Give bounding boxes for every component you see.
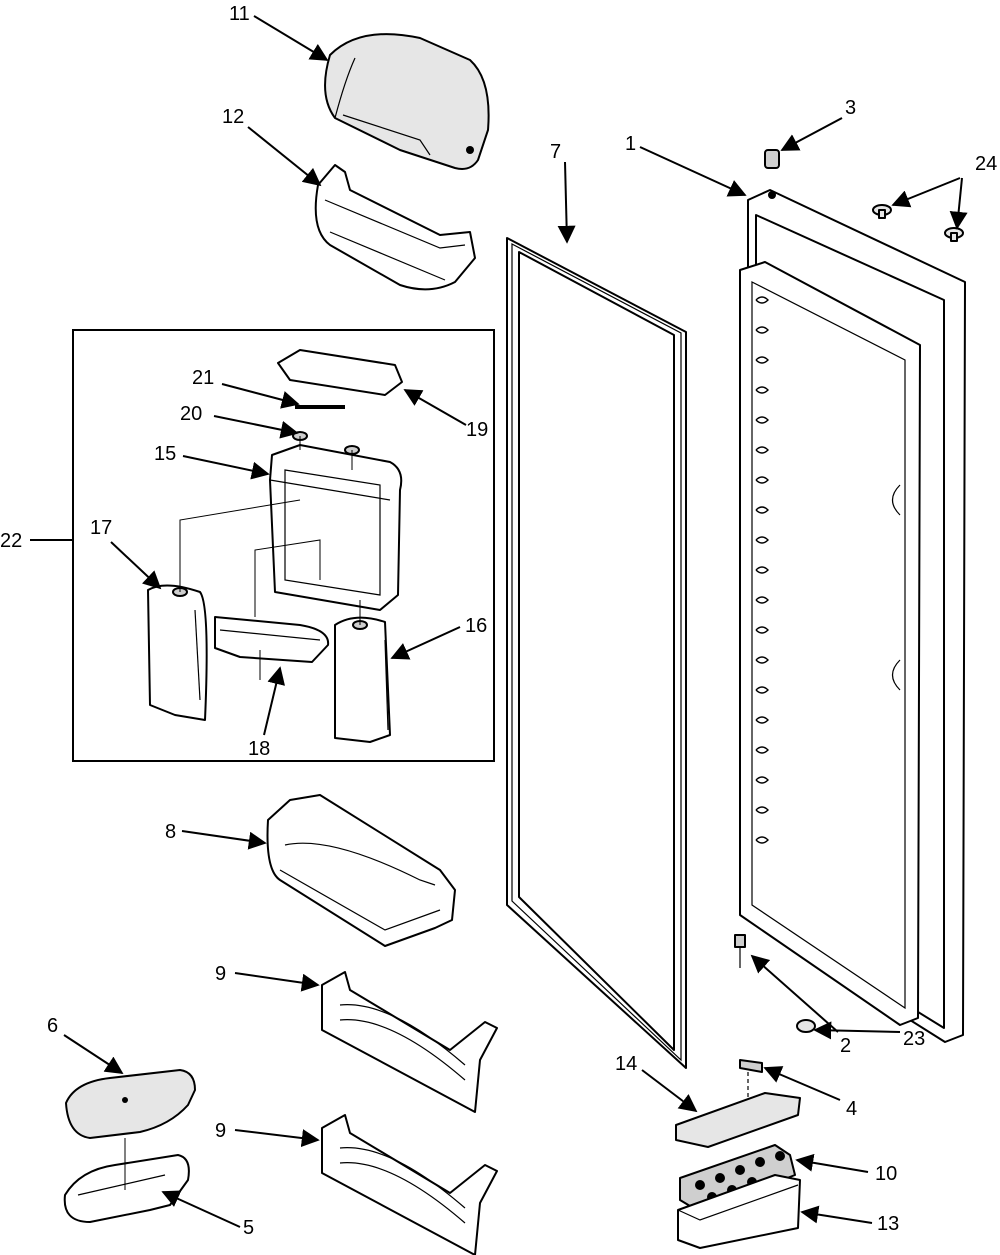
callout-20: 20 xyxy=(180,403,202,425)
left-cover-part xyxy=(147,584,208,721)
butter-cover-part xyxy=(65,1069,196,1139)
door-bin-part-lower xyxy=(321,1114,498,1255)
callout-6: 6 xyxy=(47,1015,58,1037)
callout-1: 1 xyxy=(625,133,636,155)
callout-12: 12 xyxy=(222,106,244,128)
module-housing-part xyxy=(269,444,403,611)
assembly-group-frame xyxy=(72,329,495,762)
callout-8: 8 xyxy=(165,821,176,843)
callout-10: 10 xyxy=(875,1163,897,1185)
butter-tray-part xyxy=(63,1154,190,1223)
door-plug-part xyxy=(872,204,964,242)
door-gasket-part xyxy=(506,237,687,1069)
bin-cover-part xyxy=(324,33,490,170)
callout-14: 14 xyxy=(615,1053,637,1075)
callout-9-upper: 9 xyxy=(215,963,226,985)
callout-labels: 11 12 7 1 3 24 21 20 19 15 22 17 16 18 8… xyxy=(0,3,997,1239)
door-assembly-part xyxy=(739,189,966,1043)
callout-19: 19 xyxy=(466,419,488,441)
callout-11: 11 xyxy=(229,3,250,25)
callout-24: 24 xyxy=(975,153,997,175)
callout-16: 16 xyxy=(465,615,487,637)
callout-7: 7 xyxy=(550,141,561,163)
callout-5: 5 xyxy=(243,1217,254,1239)
callout-15: 15 xyxy=(154,443,176,465)
callout-3: 3 xyxy=(845,97,856,119)
callout-4: 4 xyxy=(846,1098,857,1120)
callout-17: 17 xyxy=(90,517,112,539)
hinge-bushing-part xyxy=(764,149,780,169)
dairy-bin-part xyxy=(314,164,476,291)
module-tray-part xyxy=(214,616,330,663)
callout-23: 23 xyxy=(903,1028,925,1050)
hinge-screw-part xyxy=(734,934,746,968)
ice-bin-part xyxy=(677,1174,801,1249)
door-cap-part xyxy=(796,1019,816,1033)
right-cover-part xyxy=(334,616,391,743)
callout-2: 2 xyxy=(840,1035,851,1057)
door-bin-part-upper xyxy=(321,971,498,1113)
callout-22: 22 xyxy=(0,530,22,552)
assembly-guide-lines xyxy=(179,436,361,680)
ice-tray-cover-part xyxy=(675,1092,801,1148)
module-lid-part xyxy=(277,349,403,396)
callout-13: 13 xyxy=(877,1213,899,1235)
callout-9-lower: 9 xyxy=(215,1120,226,1142)
hinge-bracket-part xyxy=(739,1059,763,1115)
callout-18: 18 xyxy=(248,738,270,760)
callout-leaders xyxy=(30,15,968,1228)
gallon-bin-part xyxy=(266,794,456,947)
callout-21: 21 xyxy=(192,367,214,389)
